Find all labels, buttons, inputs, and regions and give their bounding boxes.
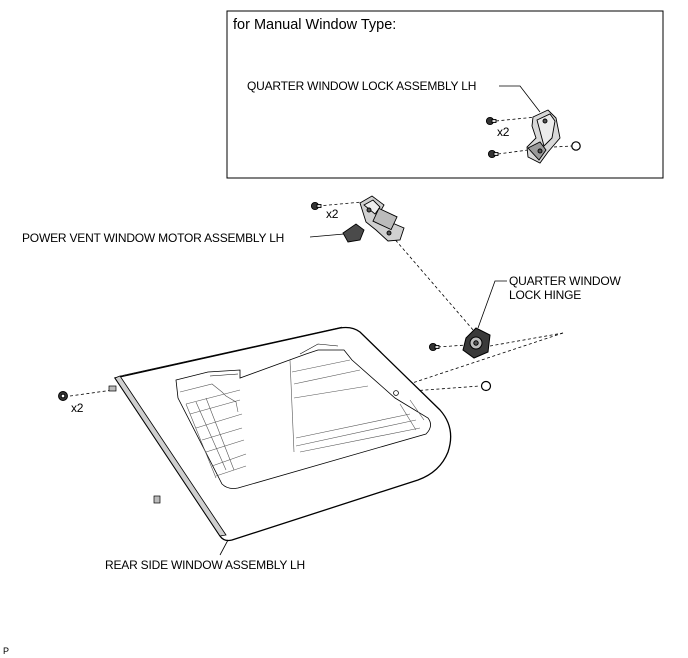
- inset-qty-label: x2: [497, 125, 510, 139]
- figure-reference: P: [3, 646, 10, 656]
- motor-label-leader: [309, 233, 345, 238]
- inset-nut: [571, 141, 581, 151]
- motor-qty-label: x2: [326, 207, 339, 221]
- hinge-label-line2: LOCK HINGE: [509, 288, 582, 302]
- inset-bolt-upper: [485, 116, 497, 126]
- motor-dashed-leaders: [317, 201, 475, 332]
- inset-part-leader: [499, 85, 541, 113]
- hinge-label-line1: QUARTER WINDOW: [509, 274, 621, 288]
- glass-label: REAR SIDE WINDOW ASSEMBLY LH: [105, 558, 305, 572]
- glass-label-leader: [219, 539, 229, 556]
- inset-part-label: QUARTER WINDOW LOCK ASSEMBLY LH: [247, 79, 477, 93]
- hinge-nut: [480, 380, 492, 392]
- inset-lock-assembly: [526, 109, 561, 164]
- motor-label: POWER VENT WINDOW MOTOR ASSEMBLY LH: [22, 231, 285, 245]
- manual-type-inset-box: [226, 10, 664, 179]
- hinge-bolt: [428, 342, 440, 352]
- motor-bolt: [310, 201, 322, 211]
- glass-left-dashed-leader: [69, 389, 114, 397]
- inset-bolt-lower: [487, 149, 499, 159]
- rear-side-window-glass: [108, 326, 452, 542]
- quarter-window-lock-hinge-part: [462, 327, 491, 359]
- hinge-label-leader: [477, 280, 507, 329]
- power-vent-motor-part: [342, 195, 405, 243]
- inset-title: for Manual Window Type:: [233, 17, 397, 33]
- inset-dashed-leaders: [495, 116, 573, 155]
- glass-bolt-left: [58, 391, 68, 401]
- glass-qty-label: x2: [71, 401, 84, 415]
